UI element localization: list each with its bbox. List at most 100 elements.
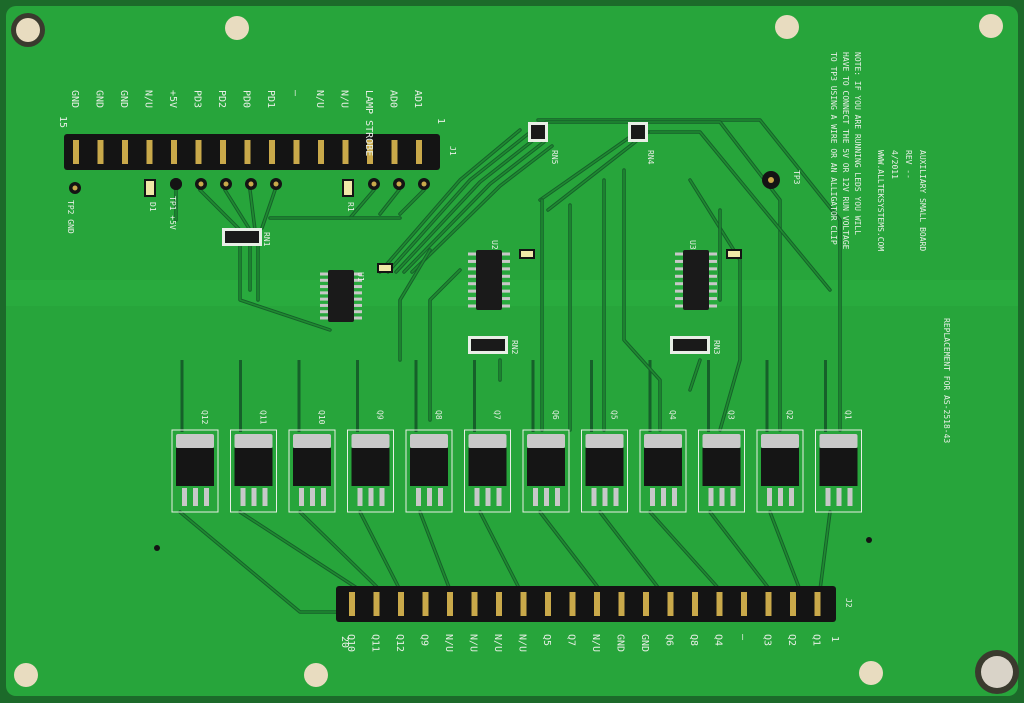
ic-pin: [709, 289, 717, 293]
copper-trace-highlight: [379, 189, 400, 215]
copper-trace-highlight: [819, 511, 831, 591]
bottom-header-pin-label: Q10: [345, 634, 356, 652]
mosfet-body: [293, 448, 331, 486]
copper-trace-highlight: [479, 511, 521, 591]
copper-trace-highlight: [395, 137, 537, 273]
copper-trace-highlight: [261, 189, 276, 229]
top-header-pin: [97, 140, 104, 164]
mosfet-leg: [602, 488, 608, 506]
bottom-header-pin: [765, 592, 772, 616]
ic-pin: [468, 274, 476, 278]
bottom-header-pin: [422, 592, 429, 616]
rn5: [528, 122, 548, 142]
top-header-pin-label: —: [290, 90, 301, 97]
ic-u1: [320, 270, 362, 322]
bottom-header-pin-label: Q7: [566, 634, 577, 646]
mosfet-tab: [702, 434, 741, 448]
mosfet-body: [176, 448, 214, 486]
bottom-header-pin: [741, 592, 747, 616]
rn4: [628, 122, 648, 142]
copper-trace-highlight: [419, 511, 451, 591]
mosfet-leg: [825, 488, 831, 506]
mosfet-leg: [613, 488, 619, 506]
title-line-3: 4/2011: [890, 150, 899, 179]
ic-pin: [354, 272, 362, 276]
mosfet-tab: [819, 434, 858, 448]
copper-traces: [174, 118, 842, 614]
copper-trace-highlight: [537, 119, 841, 431]
bottom-header-pin: [349, 592, 355, 616]
mosfet-body: [527, 448, 565, 486]
r1-label: R1: [346, 202, 355, 212]
rn-inner: [471, 339, 505, 351]
mosfet-tab: [234, 434, 273, 448]
integrated-circuits: [222, 122, 717, 354]
rn-inner: [673, 339, 707, 351]
mosfet-q3: Q3: [698, 410, 745, 513]
mosfet-leg: [182, 488, 187, 506]
mosfet-q9: Q9: [347, 410, 394, 513]
mosfet-q8: Q8: [405, 410, 453, 513]
bottom-header-pin-label: Q11: [370, 634, 381, 652]
ic-pin: [709, 267, 717, 271]
copper-trace-highlight: [689, 179, 741, 431]
ic-pin: [468, 259, 476, 263]
ic-pin: [675, 274, 683, 278]
mosfet-q12: Q12: [171, 410, 219, 513]
bottom-header-pin: [716, 592, 723, 616]
ic-pin: [709, 297, 717, 301]
tp3-label: TP3: [792, 170, 801, 185]
ic-pin: [320, 278, 328, 282]
copper-trace-highlight: [199, 189, 241, 231]
ic-pin: [354, 316, 362, 320]
top-header-via-hole: [396, 181, 402, 187]
ic-pin: [468, 282, 476, 286]
copper-trace-highlight: [689, 359, 701, 391]
ic-pin: [354, 297, 362, 301]
ic-pin: [502, 282, 510, 286]
ic-pin: [354, 278, 362, 282]
mosfet-body: [819, 448, 858, 486]
top-header-pin: [171, 140, 177, 164]
top-header-via-hole: [273, 181, 279, 187]
copper-trace-highlight: [299, 511, 381, 591]
mosfet-leg: [836, 488, 842, 506]
mosfet-leg: [438, 488, 443, 506]
rn4-label: RN4: [646, 150, 655, 165]
tp1-label: TP1 +5V: [168, 196, 177, 230]
ic-pin: [675, 259, 683, 263]
ic-pin: [709, 252, 717, 256]
mosfet-leg: [847, 488, 853, 506]
bottom-header-pin: [398, 592, 404, 616]
mosfet-q11: Q11: [230, 410, 277, 513]
bottom-header-pin: [643, 592, 649, 616]
copper-trace-highlight: [399, 249, 431, 361]
top-header-pin: [122, 140, 128, 164]
bottom-header-pin-label: Q2: [786, 634, 797, 646]
rn1-label: RN1: [262, 232, 271, 247]
bottom-header-pin: [692, 592, 698, 616]
r1-resistor: [342, 179, 354, 197]
mosfet-leg: [555, 488, 560, 506]
mosfet-body: [234, 448, 273, 486]
copper-trace-highlight: [399, 189, 425, 215]
ic-pin: [709, 282, 717, 286]
led-u3: [726, 249, 742, 259]
copper-trace-highlight: [649, 511, 721, 591]
mosfet-tab: [176, 434, 214, 448]
rn-inner: [631, 125, 645, 139]
copper-trace-highlight: [224, 189, 251, 231]
top-header-via-hole: [371, 181, 377, 187]
bottom-header-pin: [618, 592, 625, 616]
mosfet-leg: [719, 488, 725, 506]
title-block: AUXILIARY SMALL BOARD REV -- 4/2011 WWW.…: [876, 150, 927, 251]
ic-pin: [320, 316, 328, 320]
bottom-header-pin-label: Q3: [762, 634, 773, 646]
mosfet-label: Q3: [727, 410, 736, 420]
mosfet-leg: [193, 488, 198, 506]
ic-pin: [468, 304, 476, 308]
